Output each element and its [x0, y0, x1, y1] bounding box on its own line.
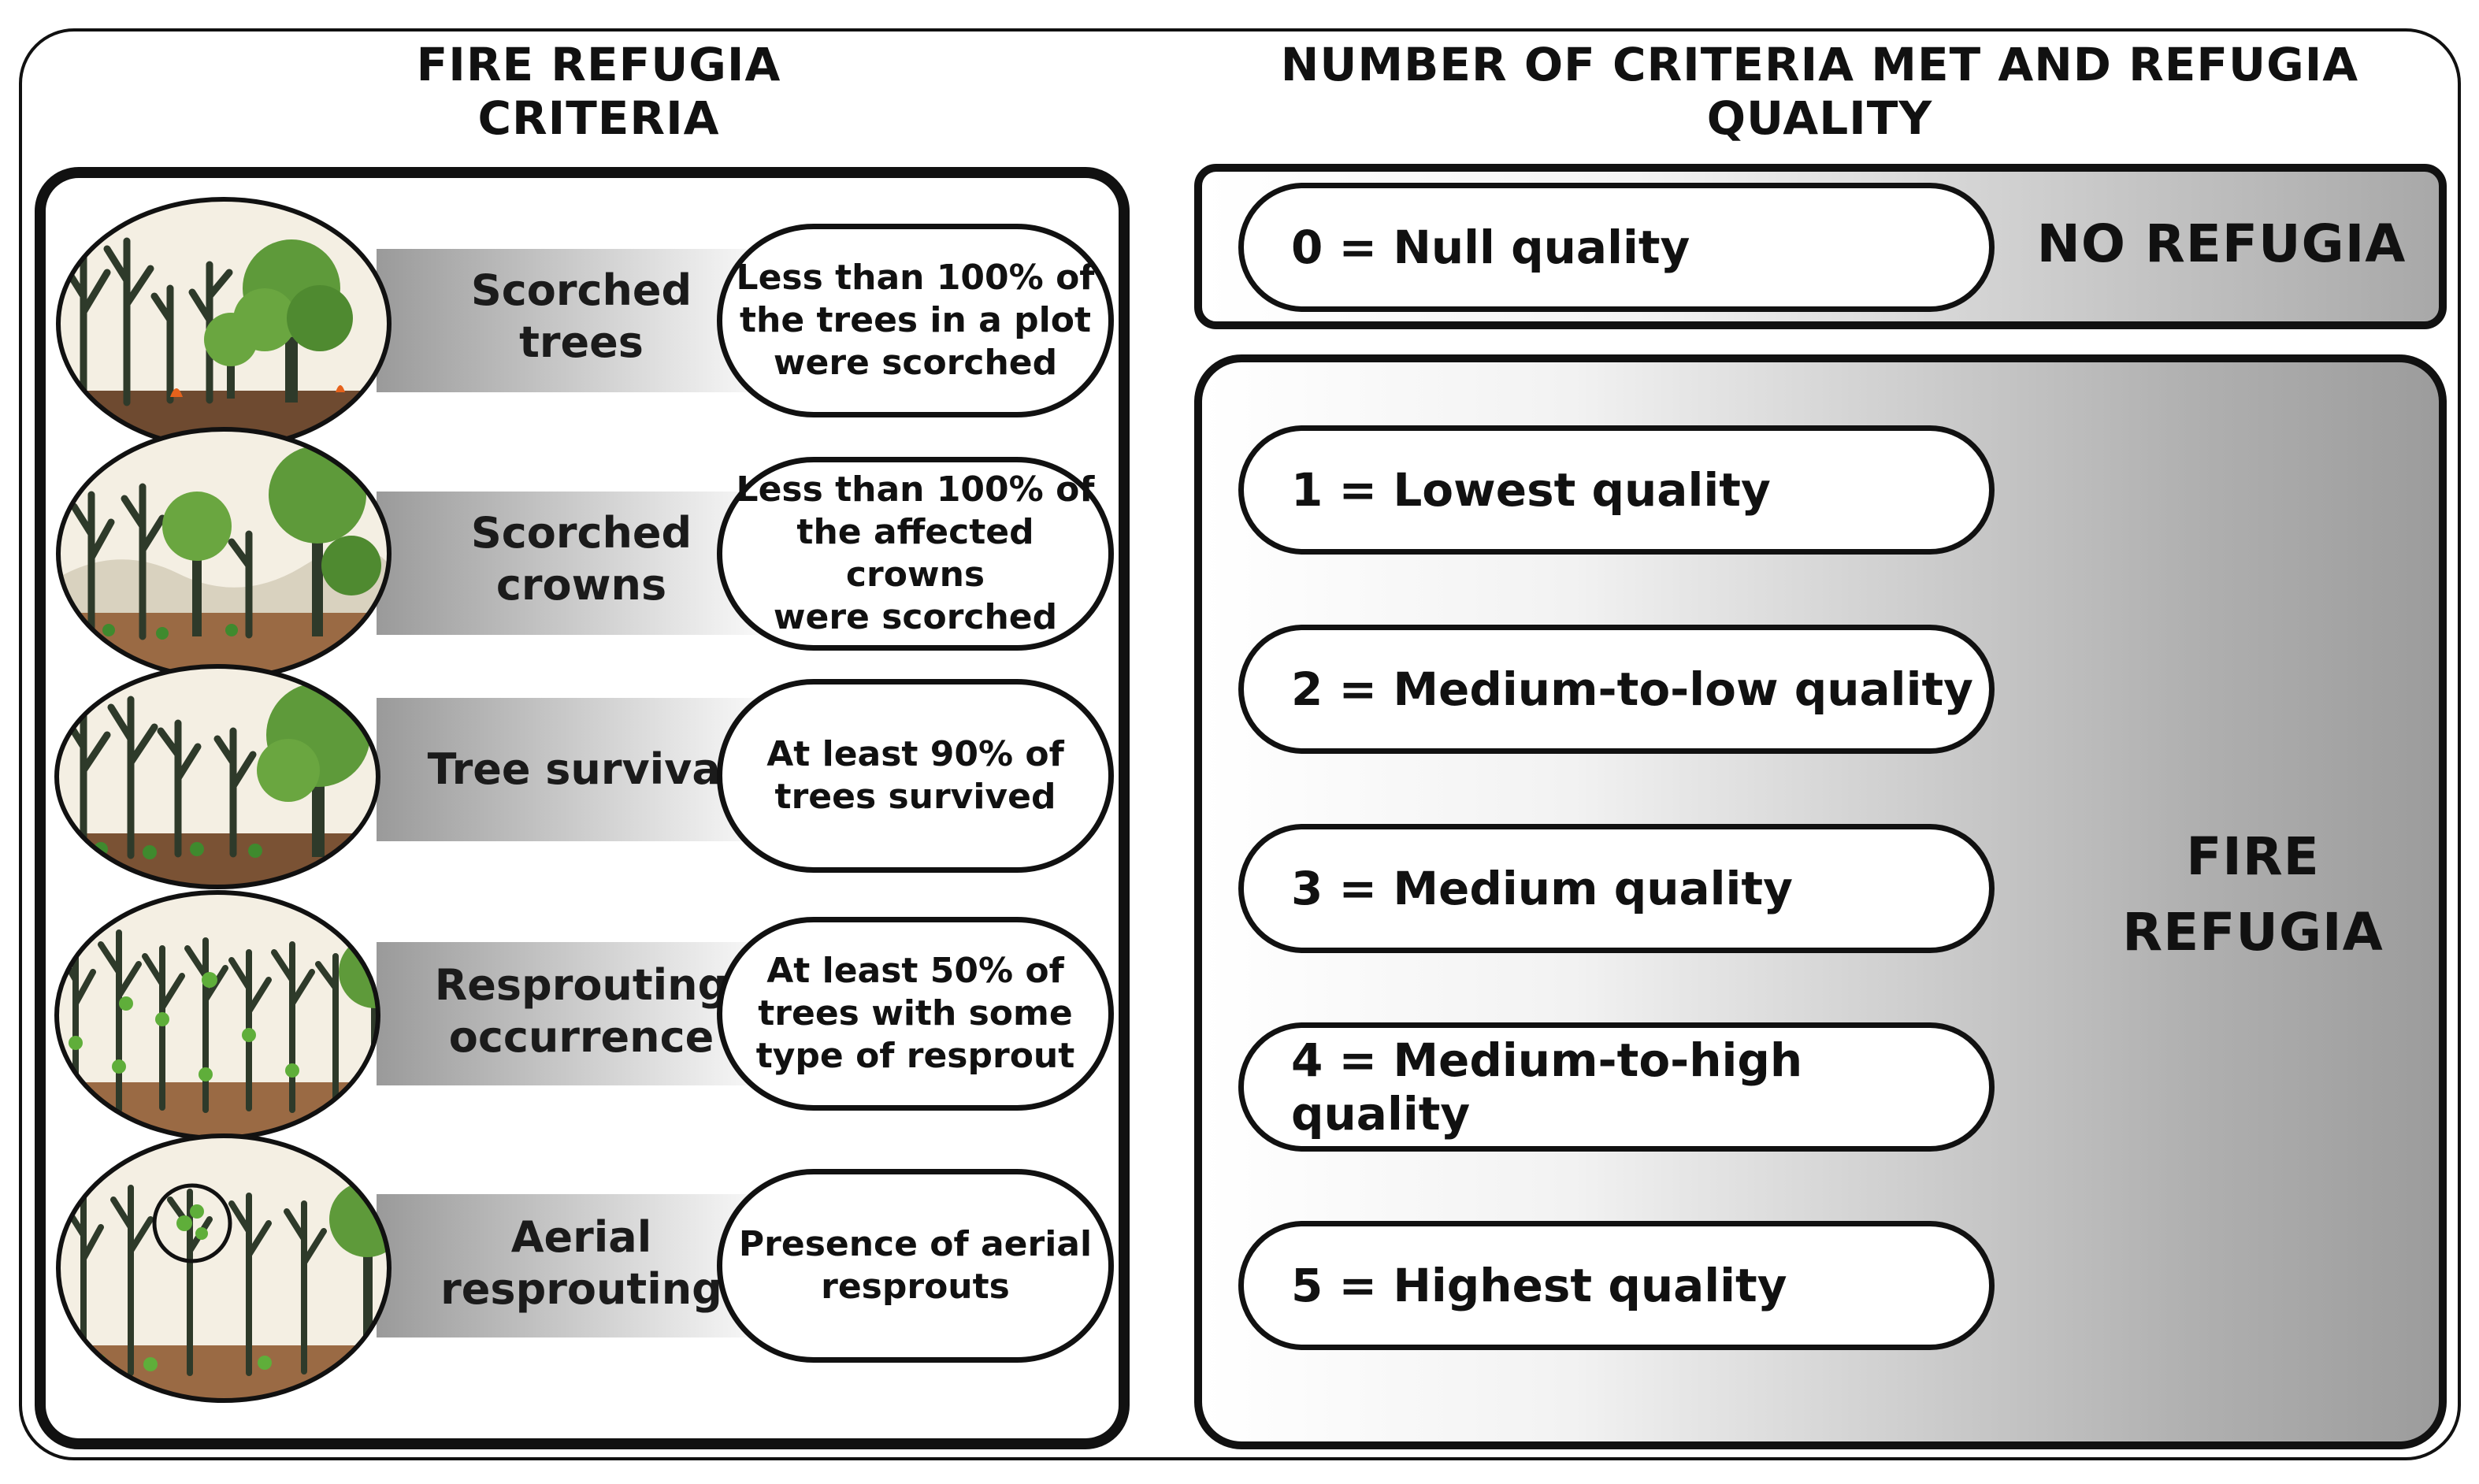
criterion-description-pill: Presence of aerial resprouts — [717, 1169, 1114, 1363]
tree-survival-illustration — [52, 660, 395, 896]
criterion-row-tree-survival: Tree survival At least 90% of trees surv… — [46, 657, 1119, 893]
criterion-row-aerial-resprouting: Aerial resprouting Presence of aerial re… — [46, 1131, 1119, 1407]
quality-level-4: 4 = Medium-to-high quality — [1238, 1022, 1995, 1152]
criterion-label: Tree survival — [427, 744, 736, 794]
fire-refugia-label: FIRE REFUGIA — [2122, 826, 2384, 963]
quality-level-3: 3 = Medium quality — [1238, 824, 1995, 953]
criterion-description-pill: At least 50% of trees with some type of … — [717, 917, 1114, 1111]
quality-level-0: 0 = Null quality — [1238, 183, 1995, 312]
criterion-row-scorched-trees: Scorched trees Less than 100% of the tre… — [46, 178, 1119, 451]
quality-level-1: 1 = Lowest quality — [1238, 425, 1995, 555]
criterion-description-pill: Less than 100% of the trees in a plot we… — [717, 224, 1114, 417]
criterion-description-pill: At least 90% of trees survived — [717, 679, 1114, 873]
criteria-heading-line2: CRITERIA — [477, 91, 720, 145]
quality-heading: NUMBER OF CRITERIA MET AND REFUGIA QUALI… — [1182, 38, 2458, 145]
criterion-row-scorched-crowns: Scorched crowns Less than 100% of the af… — [46, 416, 1119, 681]
quality-heading-line1: NUMBER OF CRITERIA MET AND REFUGIA — [1280, 38, 2359, 91]
criterion-label: Aerial resprouting — [440, 1212, 722, 1314]
criterion-label: Scorched crowns — [470, 508, 692, 610]
criterion-label: Scorched trees — [470, 265, 692, 367]
no-refugia-label: NO REFUGIA — [2036, 213, 2407, 274]
scorched-crowns-illustration — [52, 424, 395, 684]
criterion-description-pill: Less than 100% of the affected crowns we… — [717, 457, 1114, 651]
criteria-panel: Scorched trees Less than 100% of the tre… — [35, 167, 1130, 1449]
figure-frame — [19, 28, 2461, 1460]
quality-heading-line2: QUALITY — [1706, 91, 1933, 145]
aerial-resprouting-illustration — [52, 1133, 395, 1408]
criterion-label: Resprouting occurrence — [434, 960, 729, 1062]
criteria-heading: FIRE REFUGIA CRITERIA — [47, 38, 1150, 145]
quality-level-2: 2 = Medium-to-low quality — [1238, 625, 1995, 754]
criteria-heading-line1: FIRE REFUGIA — [416, 38, 781, 91]
scorched-trees-illustration — [52, 194, 395, 454]
criterion-row-resprouting-occurrence: Resprouting occurrence At least 50% of t… — [46, 885, 1119, 1145]
resprouting-occurrence-illustration — [52, 885, 395, 1145]
quality-level-5: 5 = Highest quality — [1238, 1221, 1995, 1350]
